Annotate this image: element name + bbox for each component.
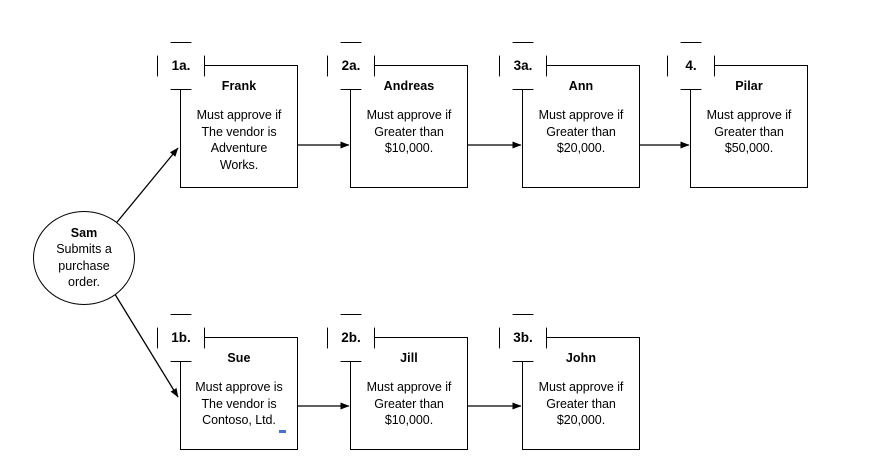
process-box-title: Sue — [227, 351, 251, 365]
process-box-title: Andreas — [383, 79, 435, 93]
process-box-title: Frank — [221, 79, 257, 93]
step-badge-1b[interactable]: 1b. — [157, 314, 205, 362]
process-box-body: Must approve if Greater than $50,000. — [706, 108, 792, 155]
step-badge-label: 2b. — [341, 330, 361, 345]
step-badge-label: 1b. — [171, 330, 191, 345]
start-node-body: Submits a purchase order. — [56, 242, 112, 290]
step-badge-4[interactable]: 4. — [667, 42, 715, 90]
process-box-andreas[interactable]: Andreas Must approve if Greater than $10… — [350, 65, 468, 188]
process-box-john[interactable]: John Must approve if Greater than $20,00… — [522, 337, 640, 450]
process-box-title: Ann — [568, 79, 594, 93]
step-badge-label: 2a. — [341, 58, 361, 73]
step-badge-2b[interactable]: 2b. — [327, 314, 375, 362]
process-box-body: Must approve if Greater than $20,000. — [538, 108, 624, 155]
process-box-body: Must approve is The vendor is Contoso, L… — [195, 380, 283, 427]
connector-sam-to-sue — [112, 290, 179, 398]
start-node-sam[interactable]: Sam Submits a purchase order. — [33, 211, 135, 305]
process-box-title: John — [565, 351, 597, 365]
text-cursor-marker — [279, 430, 286, 433]
step-badge-1a[interactable]: 1a. — [157, 42, 205, 90]
process-box-body: Must approve if Greater than $20,000. — [538, 380, 624, 427]
process-box-body: Must approve if Greater than $10,000. — [366, 380, 452, 427]
process-box-pilar[interactable]: Pilar Must approve if Greater than $50,0… — [690, 65, 808, 188]
step-badge-label: 1a. — [171, 58, 191, 73]
process-box-frank[interactable]: Frank Must approve if The vendor is Adve… — [180, 65, 298, 188]
process-box-ann[interactable]: Ann Must approve if Greater than $20,000… — [522, 65, 640, 188]
step-badge-label: 3b. — [513, 330, 533, 345]
step-badge-3b[interactable]: 3b. — [499, 314, 547, 362]
process-box-jill[interactable]: Jill Must approve if Greater than $10,00… — [350, 337, 468, 450]
step-badge-label: 4. — [685, 58, 697, 73]
process-box-title: Jill — [400, 351, 418, 365]
start-node-title: Sam — [70, 226, 98, 241]
step-badge-2a[interactable]: 2a. — [327, 42, 375, 90]
step-badge-3a[interactable]: 3a. — [499, 42, 547, 90]
step-badge-label: 3a. — [513, 58, 533, 73]
process-box-sue[interactable]: Sue Must approve is The vendor is Contos… — [180, 337, 298, 450]
process-box-body: Must approve if The vendor is Adventure … — [196, 108, 282, 172]
process-box-body: Must approve if Greater than $10,000. — [366, 108, 452, 155]
process-box-title: Pilar — [735, 79, 763, 93]
connector-sam-to-frank — [112, 147, 179, 228]
